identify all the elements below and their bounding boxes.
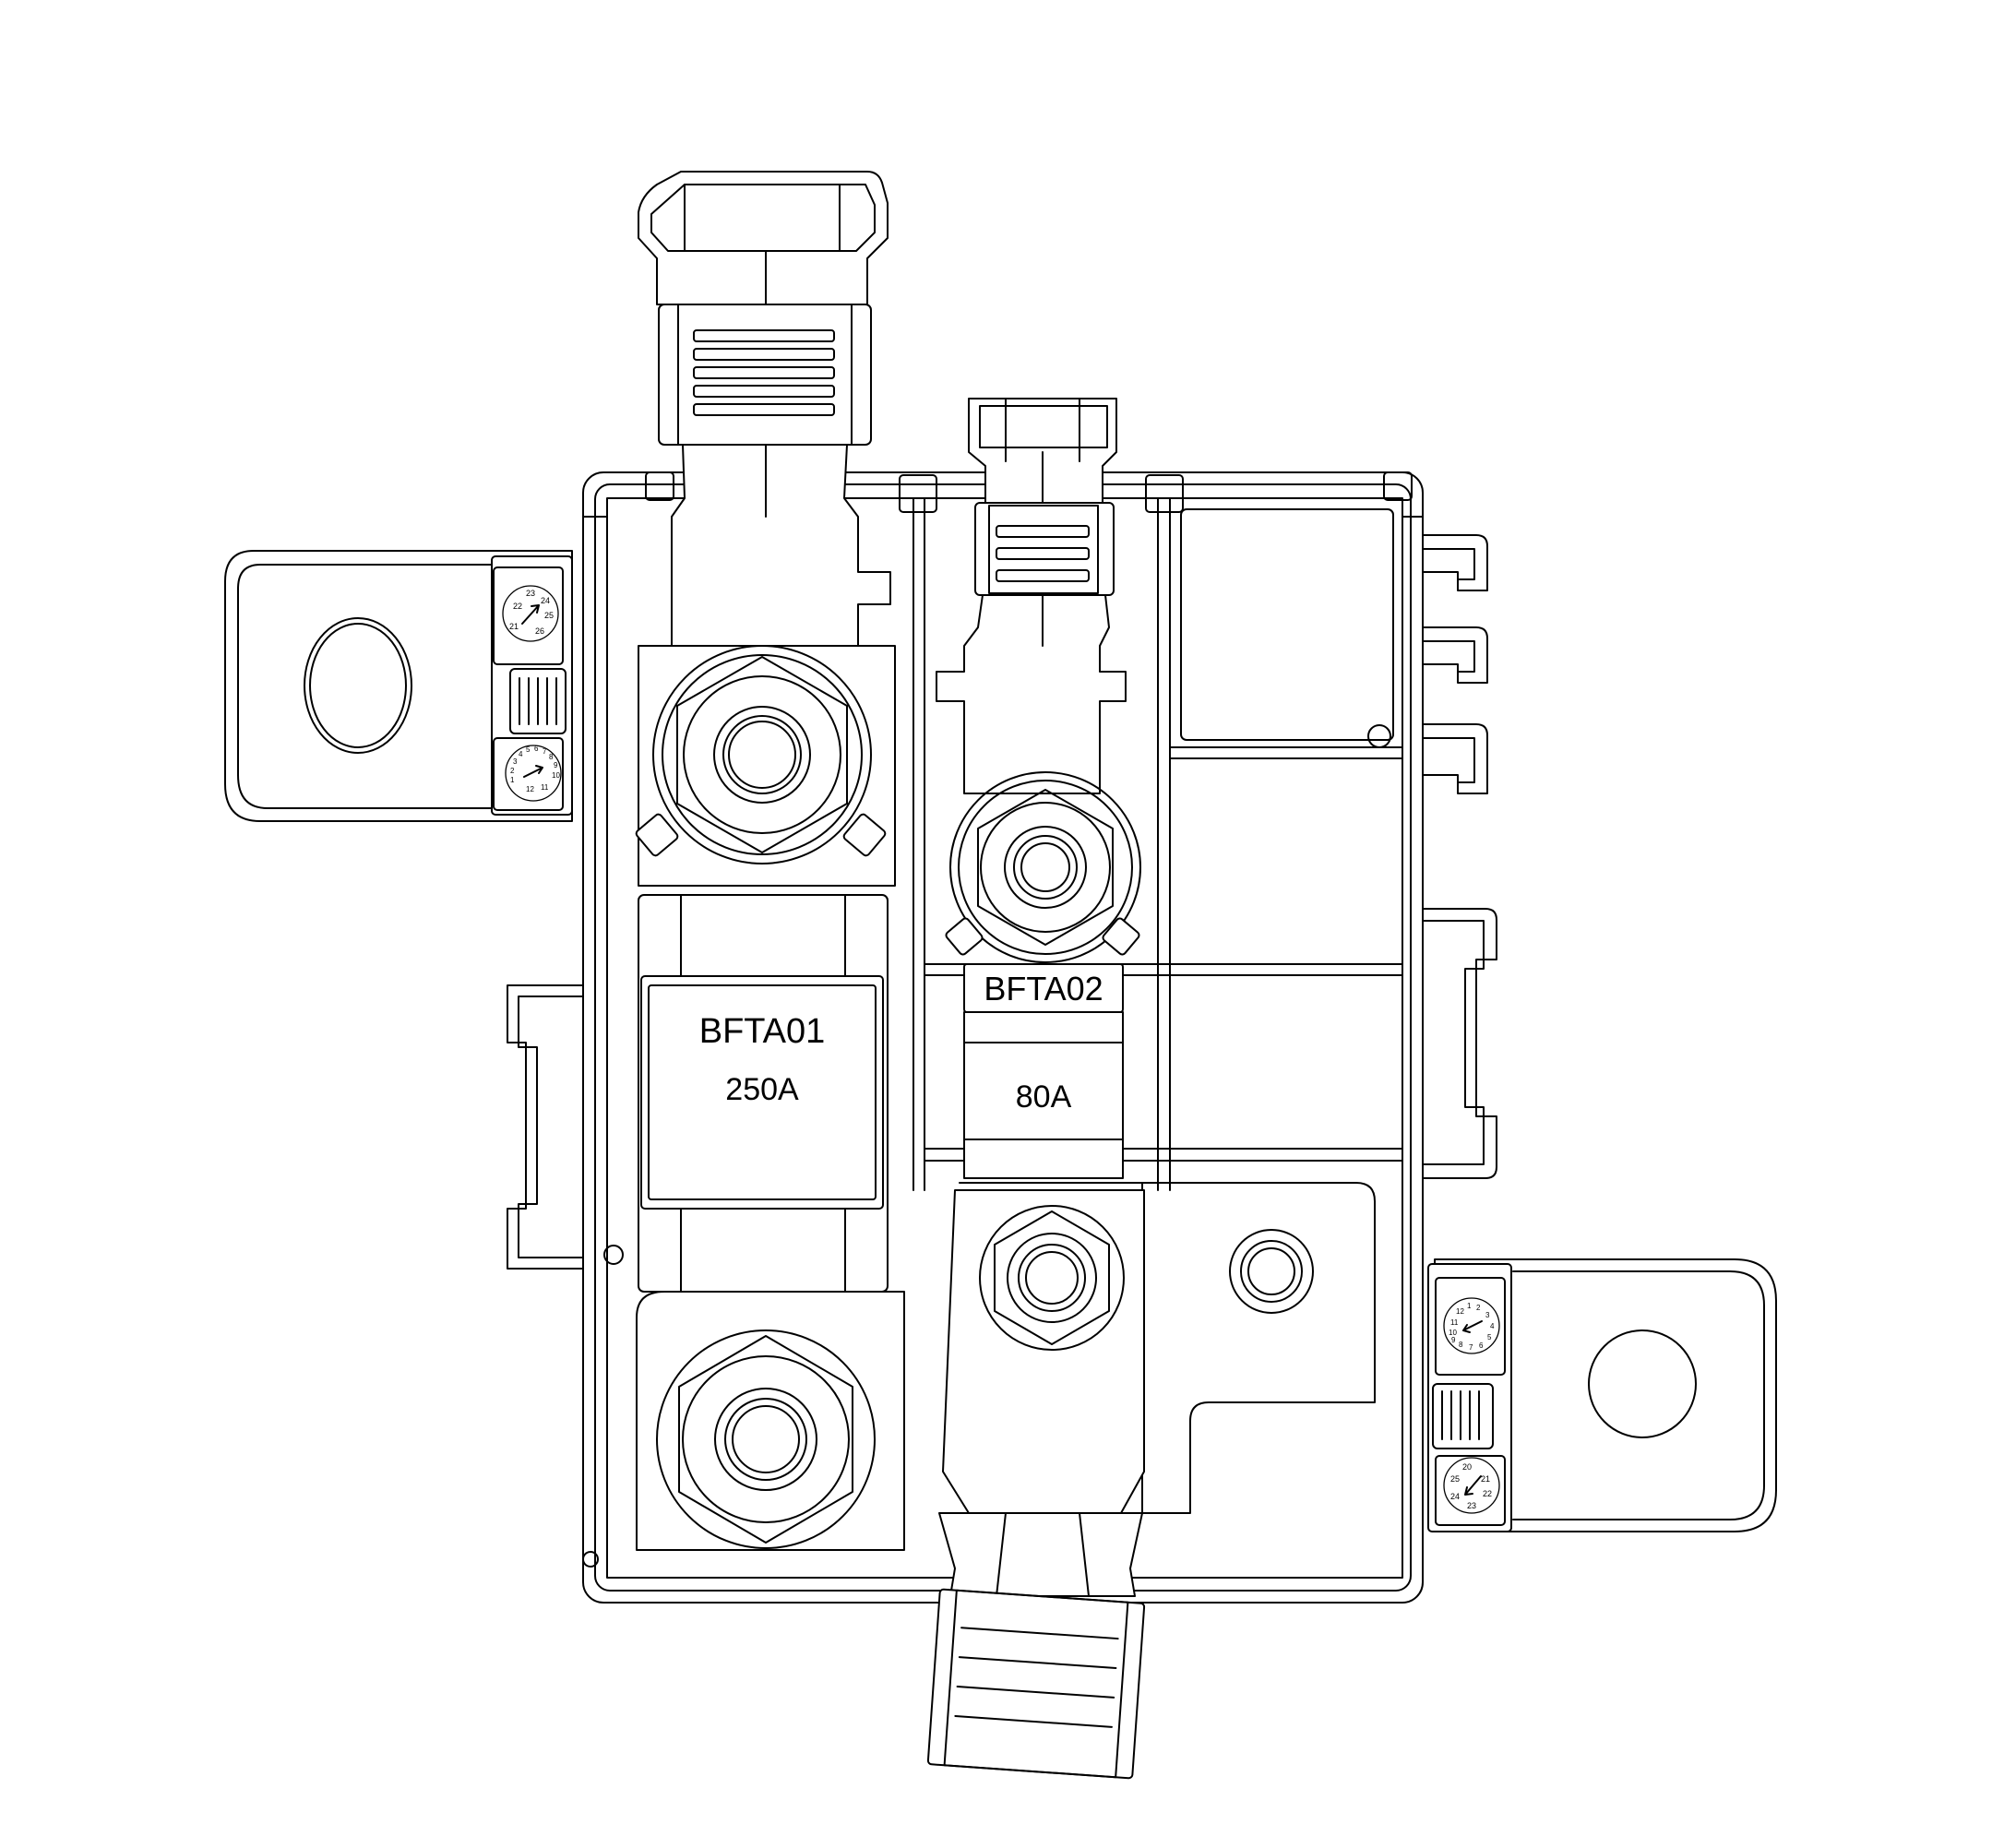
dial-number: 26 (535, 626, 544, 636)
dial-number: 10 (1449, 1329, 1457, 1337)
dial-left-upper: 22 23 24 25 26 21 (502, 585, 559, 642)
dial-number: 7 (543, 747, 547, 756)
dial-number: 5 (1487, 1333, 1492, 1341)
bfta01-top-terminal (635, 645, 896, 887)
dial-number: 8 (1459, 1341, 1463, 1349)
hex-nut (676, 656, 848, 853)
dial-number: 11 (1450, 1318, 1459, 1327)
dial-number: 1 (510, 776, 515, 784)
bottom-cable-connector (926, 1512, 1146, 1780)
dial-number: 5 (526, 745, 531, 754)
fuse-bfta01-rating: 250A (725, 1072, 799, 1107)
dial-number: 12 (1456, 1307, 1464, 1316)
connector-ribs (693, 329, 835, 416)
hex-nut (994, 1210, 1110, 1345)
fuse-bfta01-id: BFTA01 (699, 1012, 826, 1051)
dial-number: 4 (519, 750, 523, 758)
bfta02-top-terminal (945, 771, 1141, 963)
bfta01-bottom-terminal (636, 1291, 905, 1551)
dial-right-lower: 20 21 22 23 24 25 (1443, 1457, 1500, 1514)
dial-number: 22 (513, 602, 522, 611)
right-latch-ribs (1441, 1390, 1480, 1440)
dial-number: 9 (554, 761, 558, 769)
left-side-clip (507, 984, 584, 1270)
dial-number: 4 (1490, 1322, 1495, 1330)
right-side-clips (1422, 534, 1497, 1179)
fuse-bfta02-id: BFTA02 (984, 970, 1103, 1007)
dial-number: 3 (513, 757, 518, 766)
dial-number: 21 (509, 622, 519, 631)
dial-number: 21 (1481, 1474, 1490, 1484)
dial-number: 23 (526, 589, 535, 598)
round-mount-hole (1588, 1329, 1697, 1438)
dial-number: 25 (1450, 1474, 1460, 1484)
hex-nut (678, 1335, 853, 1544)
dial-number: 25 (544, 611, 554, 620)
fuse-bfta02: BFTA02 80A (963, 963, 1124, 1179)
dial-number: 22 (1483, 1489, 1492, 1498)
dial-number: 7 (1469, 1343, 1473, 1352)
dial-number: 8 (549, 753, 554, 761)
dial-number: 24 (1450, 1492, 1460, 1501)
hex-nut (977, 789, 1114, 946)
dial-number: 1 (1467, 1302, 1472, 1310)
left-mounting-bracket (224, 550, 573, 822)
dial-number: 20 (1462, 1462, 1472, 1472)
dial-number: 9 (1451, 1336, 1456, 1344)
dial-number: 2 (1476, 1304, 1481, 1312)
dial-number: 6 (534, 745, 539, 753)
dial-number: 12 (526, 785, 534, 793)
dial-left-lower: 1 2 3 4 5 6 7 8 9 10 11 12 (505, 745, 562, 802)
fuse-bfta02-rating: 80A (1016, 1079, 1072, 1115)
fuse-bfta01: BFTA01 250A (638, 894, 889, 1293)
dial-number: 2 (510, 767, 515, 775)
dial-number: 10 (552, 771, 560, 780)
dial-right-upper: 10 11 12 1 2 3 4 5 6 7 8 9 (1443, 1297, 1500, 1354)
right-cable-connector (936, 398, 1127, 794)
dial-number: 24 (541, 596, 550, 605)
bottom-busbar (942, 1182, 1376, 1514)
left-cable-connector (638, 171, 891, 647)
right-mounting-bracket (1427, 1258, 1777, 1532)
dial-number: 23 (1467, 1501, 1476, 1510)
dial-number: 6 (1479, 1341, 1484, 1350)
left-latch-ribs (519, 677, 557, 725)
dial-number: 3 (1485, 1311, 1490, 1319)
dial-number: 11 (541, 783, 549, 792)
oval-mount-hole (304, 617, 412, 754)
